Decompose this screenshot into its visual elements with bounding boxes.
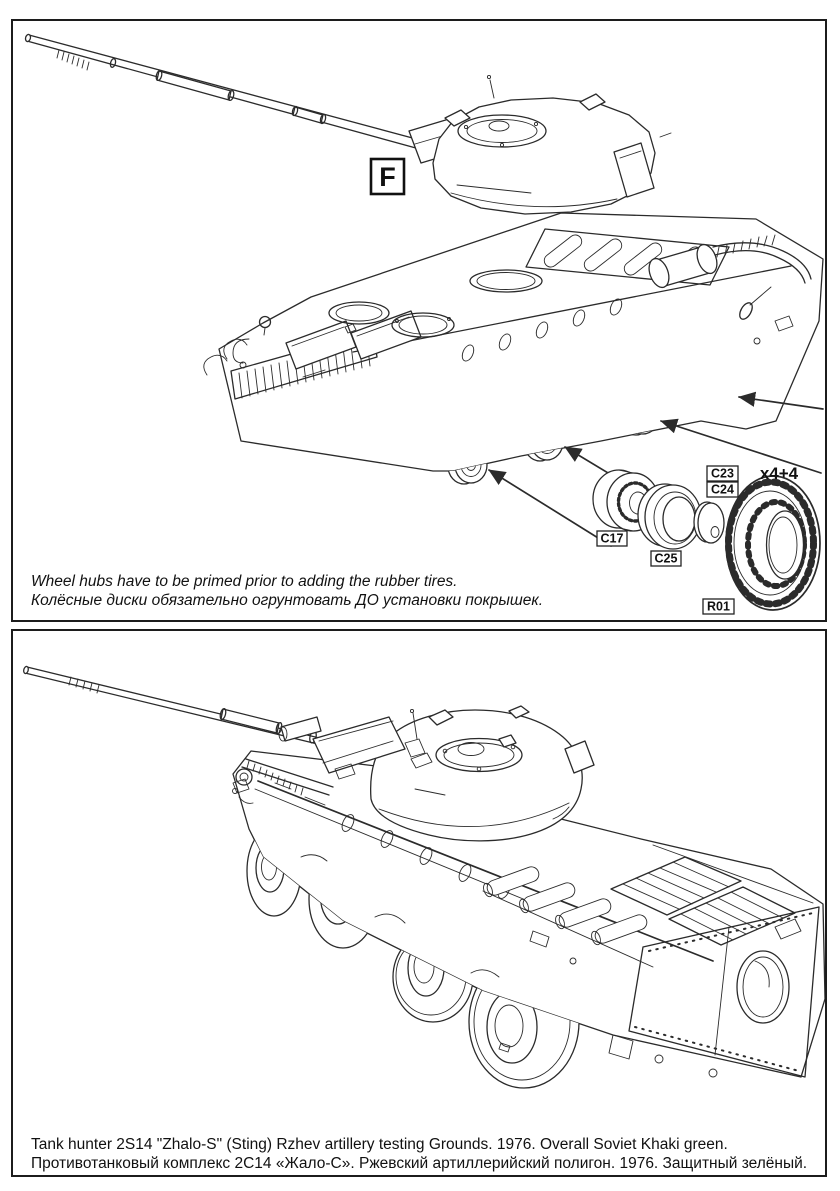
step-note-russian: Колёсные диски обязательно огрунтовать Д… [31,592,544,609]
tow-hook [708,1068,718,1078]
tow-hook [654,1054,664,1064]
assembly-step-drawing: F [24,33,824,615]
wheel-parts-exploded: C23 C24 C17 C25 R01 x4+4 [592,464,821,615]
paint-scheme-panel: Tank hunter 2S14 "Zhalo-S" (Sting) Rzhev… [11,629,827,1177]
wheel-arches [300,854,500,978]
fuel-tank [648,257,670,289]
shovel [739,302,753,320]
turret-drawing [278,705,595,842]
quantity-label: x4+4 [760,464,799,483]
turret-outline [432,97,656,215]
rear-hatch [736,950,790,1024]
bow-fender [232,758,334,804]
scheme-caption-russian: Противотанковый комплекс 2С14 «Жало-С». … [31,1155,808,1172]
periscope [428,709,454,726]
part-ring-C25 [637,483,702,550]
part-tire-R01 [725,475,821,611]
hull-drawing [203,212,824,472]
part-label-c17: C17 [601,532,624,546]
hull-outline [232,750,825,1078]
ammo-tube-rack [482,866,654,968]
part-label-r01: R01 [707,600,730,614]
rear-plate [608,906,820,1078]
part-label-c24: C24 [711,483,734,497]
vehicle-profile-drawing [23,665,825,1089]
tire-tread-outer [725,478,817,608]
assembly-letter: F [379,162,396,192]
turret-stowage-box [564,740,595,774]
turret-subassembly-drawing [24,33,672,215]
part-cap-C23-C24 [693,501,725,544]
headlight [258,315,272,329]
part-label-c25: C25 [655,552,678,566]
step-note-english: Wheel hubs have to be primed prior to ad… [31,573,458,590]
hull-drawing [232,750,825,1078]
exhaust-hose [712,242,812,280]
assembly-letter-marker: F [369,157,406,196]
turret-ring-opening [469,269,543,293]
barrel-serration [56,49,90,71]
periscope [444,109,471,127]
assembly-step-panel: F [11,19,827,622]
part-label-c23: C23 [711,467,734,481]
turret-outline [369,709,583,842]
scheme-caption-english: Tank hunter 2S14 "Zhalo-S" (Sting) Rzhev… [31,1136,728,1153]
rear-deck-rack [525,228,730,286]
engine-deck-grilles [610,844,814,946]
